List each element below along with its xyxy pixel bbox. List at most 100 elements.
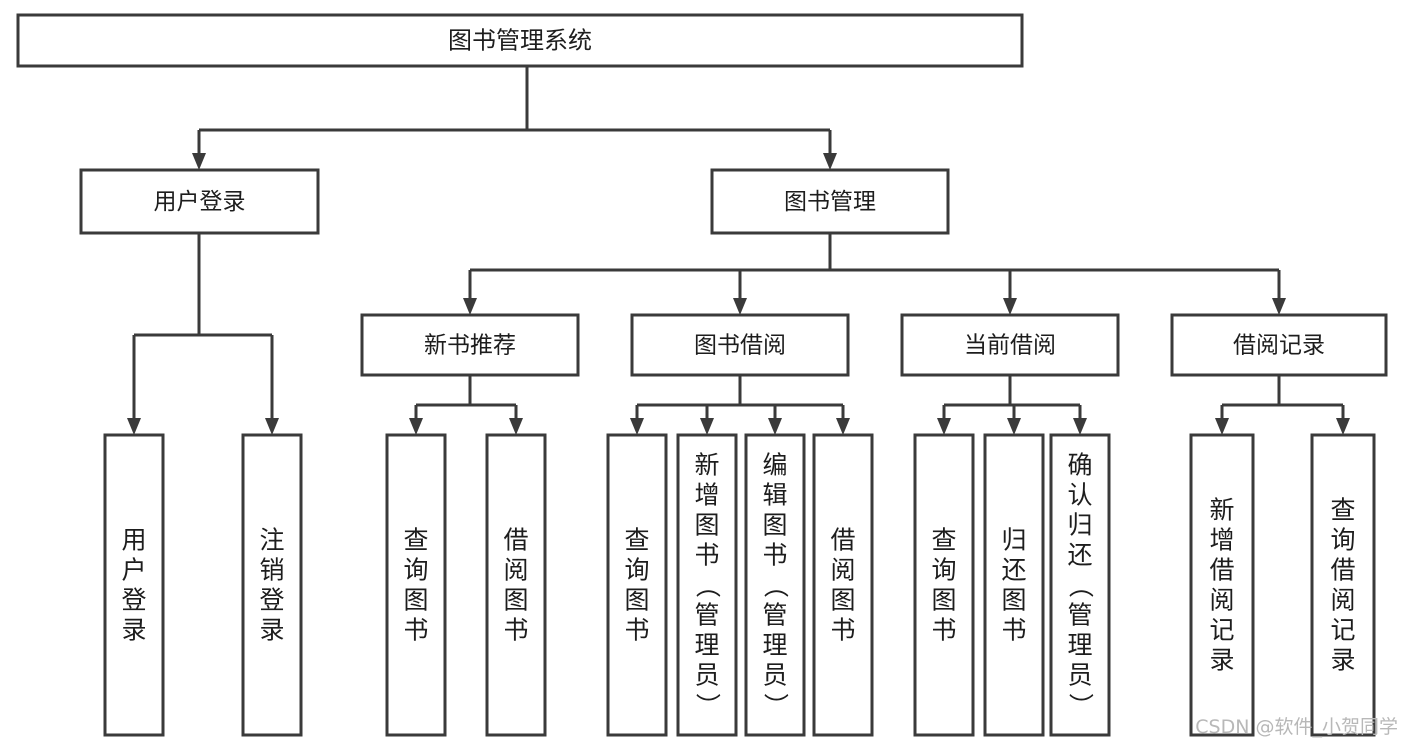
leaf-node-9-char-2: 图 — [1001, 585, 1026, 614]
leaf-node-6-char-4: （ — [761, 573, 790, 598]
node-level2-1[interactable]: 图书管理 — [710, 168, 950, 235]
leaf-node-3-char-2: 图 — [503, 585, 528, 614]
leaf-node-10-char-2: 归 — [1067, 510, 1092, 539]
leaf-node-12-char-5: 录 — [1330, 645, 1355, 674]
leaf-node-6-box[interactable] — [744, 433, 806, 737]
leaf-node-7-char-0: 借 — [830, 525, 855, 554]
manage-to-level3-arrow-1 — [733, 298, 747, 315]
node-level3-2-label: 当前借阅 — [964, 333, 1056, 359]
leaf-node-7-char-1: 阅 — [830, 555, 855, 584]
node-level3-0-label: 新书推荐 — [424, 333, 516, 359]
node-level3-3-box[interactable] — [1170, 313, 1388, 377]
level3-0-arrow-0 — [409, 418, 423, 435]
leaf-node-6-char-3: 书 — [762, 540, 787, 569]
leaf-node-10-char-1: 认 — [1067, 480, 1092, 509]
leaf-node-8-box[interactable] — [913, 433, 975, 737]
leaf-node-1-char-2: 登 — [259, 585, 284, 614]
leaf-node-4-char-0: 查 — [624, 525, 649, 554]
level3-2-arrow-0 — [937, 418, 951, 435]
leaf-node-8-char-2: 图 — [931, 585, 956, 614]
leaf-node-1-char-1: 销 — [259, 555, 284, 584]
leaf-node-12-char-0: 查 — [1330, 495, 1355, 524]
node-level3-1[interactable]: 图书借阅 — [630, 313, 850, 377]
leaf-node-4-box[interactable] — [606, 433, 668, 737]
node-root-图书管理系统[interactable]: 图书管理系统 — [16, 13, 1024, 68]
leaf-node-12-char-3: 阅 — [1330, 585, 1355, 614]
node-level2-0-box[interactable] — [79, 168, 320, 235]
leaf-node-6-char-5: 管 — [762, 600, 787, 629]
login-to-leaves-arrow-0 — [127, 418, 141, 435]
leaf-node-11-char-3: 阅 — [1209, 585, 1234, 614]
node-level2-0[interactable]: 用户登录 — [79, 168, 320, 235]
node-level3-1-box[interactable] — [630, 313, 850, 377]
login-to-leaves-arrow-1 — [265, 418, 279, 435]
leaf-node-5-char-1: 增 — [694, 480, 719, 509]
leaf-node-3-char-1: 阅 — [503, 555, 528, 584]
leaf-node-10-box[interactable] — [1049, 433, 1111, 737]
leaf-node-4-char-1: 询 — [624, 555, 649, 584]
node-level2-0-label: 用户登录 — [154, 189, 246, 215]
leaf-node-0-box[interactable] — [103, 433, 165, 737]
leaf-node-9-char-0: 归 — [1001, 525, 1026, 554]
leaf-node-5-char-5: 管 — [694, 600, 719, 629]
leaf-node-5-char-2: 图 — [694, 510, 719, 539]
leaf-node-3-box[interactable] — [485, 433, 547, 737]
node-level3-0-box[interactable] — [360, 313, 580, 377]
leaf-node-5-char-4: （ — [693, 573, 722, 598]
node-level2-1-box[interactable] — [710, 168, 950, 235]
leaf-node-8-char-1: 询 — [931, 555, 956, 584]
leaf-node-5-char-7: 员 — [694, 660, 719, 689]
leaf-node-7-box[interactable] — [812, 433, 874, 737]
leaf-node-2-box[interactable] — [385, 433, 447, 737]
leaf-node-11-char-1: 增 — [1209, 525, 1234, 554]
node-root-图书管理系统-box[interactable] — [16, 13, 1024, 68]
leaf-node-5-box[interactable] — [676, 433, 738, 737]
leaf-node-10-char-4: （ — [1066, 573, 1095, 598]
level3-2-arrow-1 — [1007, 418, 1021, 435]
node-level2-1-label: 图书管理 — [784, 189, 876, 215]
level3-3-arrow-1 — [1336, 418, 1350, 435]
leaf-node-11-char-2: 借 — [1209, 555, 1234, 584]
leaf-node-11-box[interactable] — [1189, 433, 1255, 737]
root-to-level2-arrow-1 — [823, 153, 837, 170]
leaf-node-10-char-5: 管 — [1067, 600, 1092, 629]
node-level3-2[interactable]: 当前借阅 — [900, 313, 1120, 377]
leaf-node-10-char-0: 确 — [1067, 450, 1092, 479]
leaf-node-0[interactable]: 用户登录 — [103, 433, 165, 737]
manage-to-level3-arrow-2 — [1003, 298, 1017, 315]
node-level3-3[interactable]: 借阅记录 — [1170, 313, 1388, 377]
leaf-node-8-char-0: 查 — [931, 525, 956, 554]
leaf-node-9-char-1: 还 — [1001, 555, 1026, 584]
leaf-node-7-char-3: 书 — [830, 615, 855, 644]
leaf-node-11-char-4: 记 — [1209, 615, 1234, 644]
node-level3-0[interactable]: 新书推荐 — [360, 313, 580, 377]
node-layer: 图书管理系统用户登录图书管理新书推荐图书借阅当前借阅借阅记录用户登录注销登录查询… — [16, 13, 1388, 737]
leaf-node-5-char-3: 书 — [694, 540, 719, 569]
node-level3-2-box[interactable] — [900, 313, 1120, 377]
level3-1-arrow-0 — [630, 418, 644, 435]
leaf-node-9-box[interactable] — [983, 433, 1045, 737]
leaf-node-4-char-3: 书 — [624, 615, 649, 644]
level3-1-arrow-2 — [768, 418, 782, 435]
level3-1-arrow-1 — [700, 418, 714, 435]
leaf-node-1-box[interactable] — [241, 433, 303, 737]
leaf-node-12-box[interactable] — [1310, 433, 1376, 737]
